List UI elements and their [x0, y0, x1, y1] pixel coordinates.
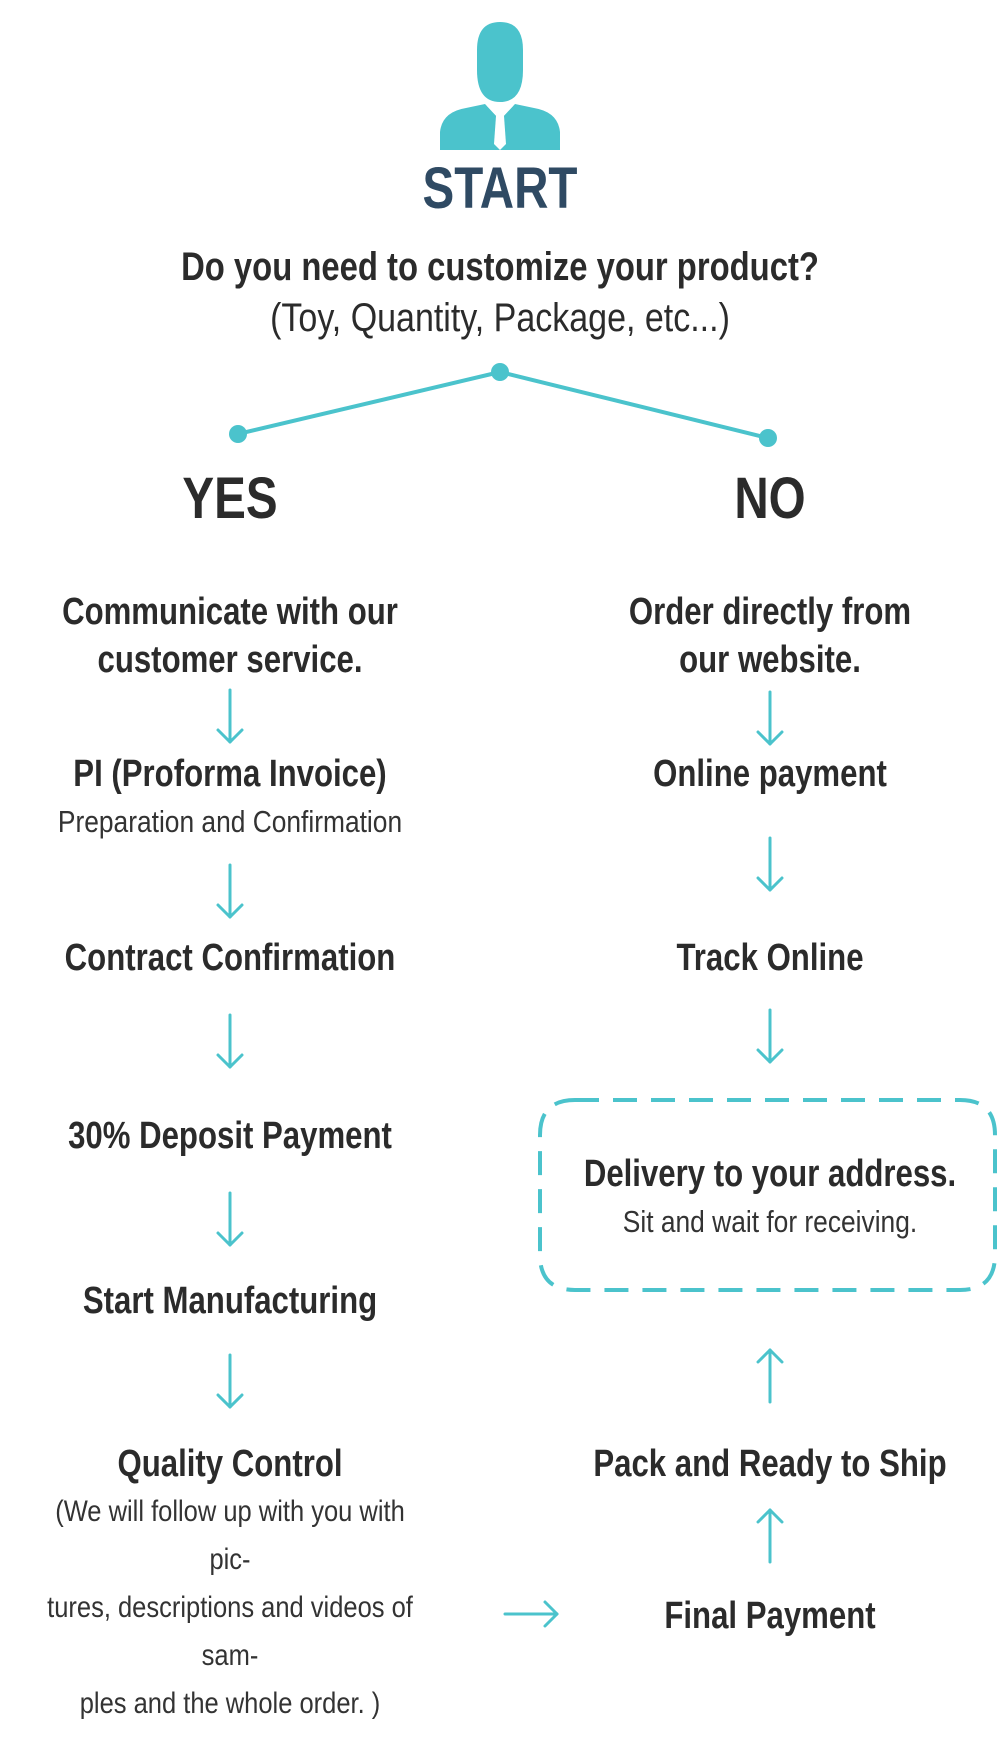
step-communicate-line2: customer service.	[97, 639, 363, 681]
step-quality: Quality Control (We will follow up with …	[0, 1440, 460, 1728]
step-pi-title: PI (Proforma Invoice)	[73, 753, 387, 795]
branch-node-no	[759, 429, 777, 447]
arrow-down-icon	[216, 1191, 244, 1247]
branch-connector	[229, 363, 777, 447]
yes-label: YES	[182, 466, 278, 531]
arrow-down-icon	[216, 688, 244, 744]
step-manufacturing-title: Start Manufacturing	[82, 1280, 378, 1322]
step-quality-sub-line2: tures, descriptions and videos of sam-	[47, 1591, 413, 1672]
arrow-down-icon	[216, 1353, 244, 1409]
step-pi-sub: Preparation and Confirmation	[57, 804, 403, 839]
step-communicate: Communicate with our customer service.	[0, 588, 460, 684]
step-deposit: 30% Deposit Payment	[0, 1112, 460, 1160]
arrow-down-icon	[216, 863, 244, 919]
person-icon	[440, 22, 560, 150]
branch-node-top	[491, 363, 509, 381]
step-communicate-line1: Communicate with our	[62, 591, 398, 633]
arrow-down-icon	[756, 836, 784, 892]
arrow-down-icon	[756, 690, 784, 746]
step-final-payment: Final Payment	[540, 1592, 1000, 1640]
step-order: Order directly from our website.	[540, 588, 1000, 684]
arrow-right-icon	[503, 1600, 559, 1628]
step-order-line2: our website.	[679, 639, 861, 681]
step-online-payment: Online payment	[540, 750, 1000, 798]
arrow-up-icon	[756, 1508, 784, 1564]
step-track: Track Online	[540, 934, 1000, 982]
step-contract-title: Contract Confirmation	[64, 937, 396, 979]
arrow-up-icon	[756, 1348, 784, 1404]
step-delivery-title: Delivery to your address.	[583, 1153, 957, 1195]
arrow-down-icon	[216, 1013, 244, 1069]
step-quality-title: Quality Control	[117, 1443, 343, 1485]
step-track-title: Track Online	[676, 937, 864, 979]
step-order-line1: Order directly from	[628, 591, 912, 633]
delivery-dashed-box	[538, 1098, 997, 1292]
step-deposit-title: 30% Deposit Payment	[68, 1115, 392, 1157]
step-manufacturing: Start Manufacturing	[0, 1277, 460, 1325]
step-online-payment-title: Online payment	[653, 753, 887, 795]
step-quality-sub-line1: (We will follow up with you with pic-	[55, 1495, 405, 1576]
step-delivery-sub: Sit and wait for receiving.	[622, 1204, 918, 1239]
question-title: Do you need to customize your product?	[181, 245, 819, 289]
step-pack: Pack and Ready to Ship	[540, 1440, 1000, 1488]
question-subtitle: (Toy, Quantity, Package, etc...)	[270, 296, 730, 340]
no-label: NO	[734, 466, 806, 531]
start-label: START	[422, 156, 578, 221]
step-pi: PI (Proforma Invoice) Preparation and Co…	[0, 750, 460, 846]
step-delivery: Delivery to your address. Sit and wait f…	[540, 1150, 1000, 1246]
arrow-down-icon	[756, 1008, 784, 1064]
step-pack-title: Pack and Ready to Ship	[593, 1443, 947, 1485]
step-final-payment-title: Final Payment	[664, 1595, 876, 1637]
step-quality-sub-line3: ples and the whole order. )	[79, 1687, 381, 1720]
branch-node-yes	[229, 425, 247, 443]
step-contract: Contract Confirmation	[0, 934, 460, 982]
